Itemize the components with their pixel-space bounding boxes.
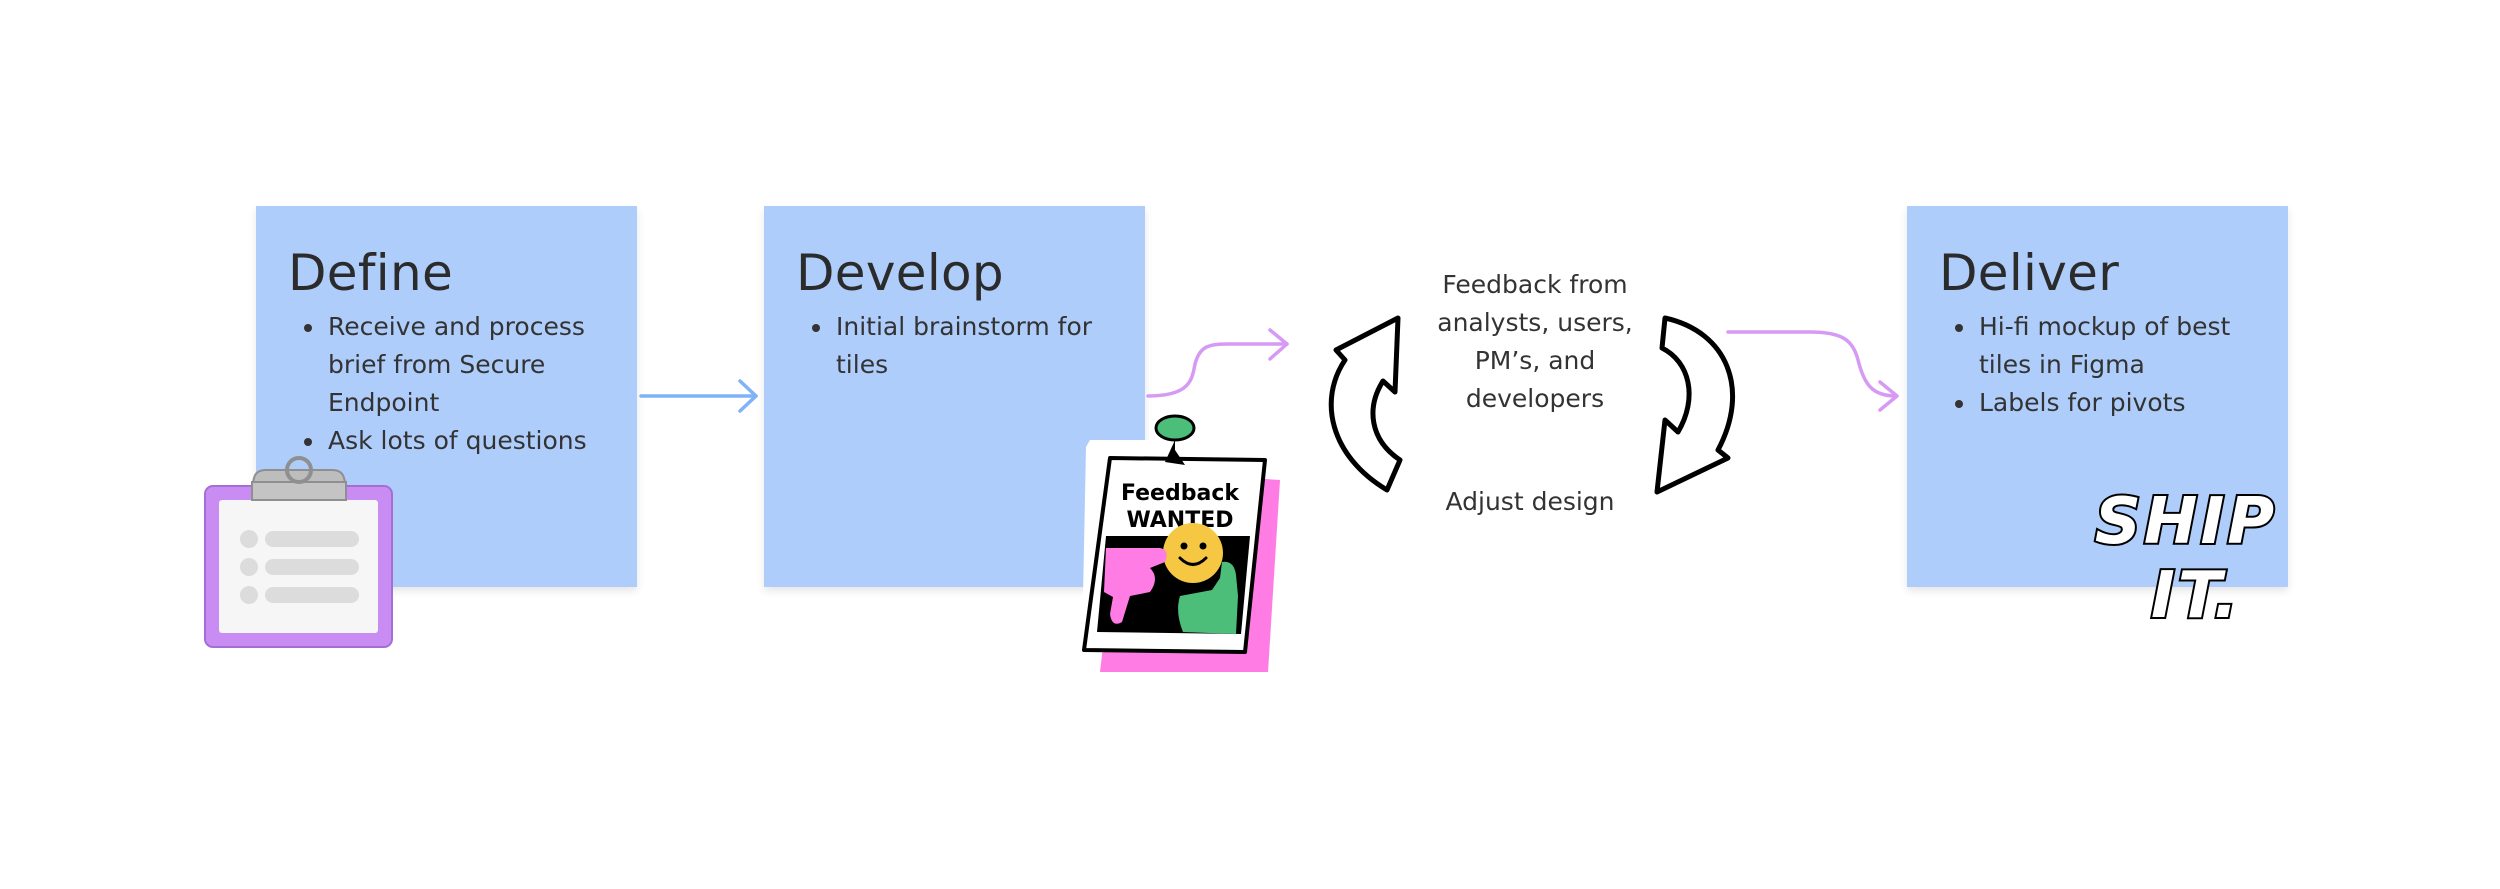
list-item: Ask lots of questions	[326, 422, 617, 460]
clipboard-icon	[204, 456, 393, 648]
feedback-wanted-sticker-icon: Feedback WANTED	[1082, 414, 1280, 672]
develop-list: Initial brainstorm for tiles	[796, 308, 1125, 384]
connector-loop-deliver[interactable]	[1726, 330, 1899, 412]
loop-arrow-up-icon	[1328, 315, 1403, 493]
define-list: Receive and process brief from Secure En…	[288, 308, 617, 460]
list-item: Hi-fi mockup of best tiles in Figma	[1977, 308, 2268, 384]
loop-arrow-down-icon	[1654, 315, 1736, 495]
deliver-title: Deliver	[1939, 244, 2120, 302]
ship-it-lettering-icon: SHIP IT.	[2093, 483, 2277, 635]
list-item: Receive and process brief from Secure En…	[326, 308, 617, 422]
deliver-sticky[interactable]: Deliver Hi-fi mockup of best tiles in Fi…	[1907, 206, 2288, 587]
define-title: Define	[288, 244, 454, 302]
develop-sticky[interactable]: Develop Initial brainstorm for tiles	[764, 206, 1145, 587]
it-text: IT.	[2151, 559, 2241, 633]
develop-title: Develop	[796, 244, 1004, 302]
sticker-line1: Feedback	[1121, 481, 1240, 506]
connector-define-develop[interactable]	[639, 379, 758, 413]
connector-develop-loop[interactable]	[1146, 328, 1289, 398]
ship-text: SHIP	[2095, 485, 2277, 559]
adjust-design-label[interactable]: Adjust design	[1445, 487, 1615, 516]
deliver-list: Hi-fi mockup of best tiles in Figma Labe…	[1939, 308, 2268, 422]
list-item: Labels for pivots	[1977, 384, 2268, 422]
feedback-label[interactable]: Feedback from analysts, users, PM’s, and…	[1437, 270, 1633, 413]
list-item: Initial brainstorm for tiles	[834, 308, 1125, 384]
